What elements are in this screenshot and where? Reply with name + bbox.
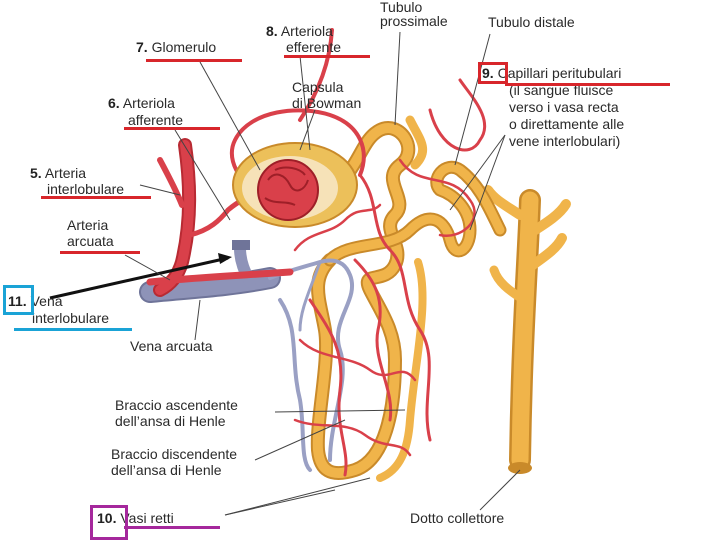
label-vasi-retti-number: 10. [97, 510, 117, 526]
label-capillari-5: vene interlobulari) [509, 133, 621, 149]
label-glomerulo-number: 7. [136, 39, 148, 55]
label-vasi-retti-text: Vasi retti [120, 510, 174, 526]
label-arteriola-efferente-number: 8. [266, 23, 278, 39]
label-glomerulo-text: Glomerulo [151, 39, 217, 55]
underline-arteria-arcuata [60, 251, 140, 254]
underline-vena-interlobulare [14, 328, 132, 331]
underline-glomerulo [146, 59, 242, 62]
label-vena-interlobulare-2: interlobulare [32, 310, 110, 326]
underline-vasi-retti [124, 526, 220, 529]
label-capillari-number: 9. [482, 65, 494, 81]
label-braccio-discendente-2: dell’ansa di Henle [111, 462, 222, 478]
label-vena-interlobulare-number: 11. [8, 293, 27, 309]
leader-lines [124, 31, 521, 516]
underline-arteriola-efferente [284, 55, 370, 58]
label-braccio-discendente-1: Braccio discendente [111, 446, 238, 462]
label-arteriola-afferente-number: 6. [108, 95, 120, 111]
label-arteriola-afferente: 6. Arteriola [108, 96, 175, 110]
label-capillari-3: verso i vasa recta [509, 99, 619, 115]
label-arteria-interlobulare-2: interlobulare [47, 181, 125, 197]
label-capsula-2: di Bowman [292, 95, 362, 111]
label-braccio-ascendente-2: dell’ansa di Henle [115, 413, 226, 429]
label-dotto-collettore: Dotto collettore [410, 510, 505, 526]
label-capsula-1: Capsula [292, 79, 344, 95]
label-arteriola-efferente-line1: Arteriola [280, 23, 333, 39]
label-arteria-arcuata-2: arcuata [67, 233, 114, 249]
label-capillari-line1: Capillari peritubulari [497, 65, 622, 81]
collecting-duct [483, 185, 571, 474]
label-vena-interlobulare-line1: Vena [30, 293, 63, 309]
label-arteria-interlobulare: 5. Arteria [30, 166, 86, 180]
label-capillari-1: 9. Capillari peritubulari [482, 66, 621, 80]
label-arteria-arcuata-1: Arteria [67, 217, 109, 233]
label-arteria-interlobulare-line1: Arteria [44, 165, 87, 181]
highlight-box-vena-interlobulare [3, 285, 34, 315]
label-tubulo-distale: Tubulo distale [488, 14, 575, 30]
label-glomerulo: 7. Glomerulo [136, 40, 216, 54]
label-vasi-retti: 10. Vasi retti [97, 511, 174, 525]
tubules [310, 115, 507, 482]
highlight-box-vasi-retti [90, 505, 128, 540]
pointer-arrow [49, 253, 232, 300]
underline-capillari [505, 83, 670, 86]
label-vena-interlobulare: 11. Vena [8, 294, 63, 308]
label-capillari-2: (il sangue fluisce [509, 82, 614, 98]
label-arteria-interlobulare-number: 5. [30, 165, 42, 181]
label-arteriola-efferente: 8. Arteriola [266, 24, 333, 38]
label-arteriola-efferente-2: efferente [286, 39, 342, 55]
highlight-box-capillari [478, 62, 508, 84]
label-capillari-4: o direttamente alle [509, 116, 625, 132]
underline-arteriola-afferente [124, 127, 220, 130]
glomerulus [257, 159, 319, 221]
label-tubulo-prossimale-2: prossimale [380, 13, 448, 29]
label-vena-arcuata: Vena arcuata [130, 338, 213, 354]
label-tubulo-prossimale-1: Tubulo [380, 0, 423, 15]
label-braccio-ascendente-1: Braccio ascendente [115, 397, 238, 413]
label-arteriola-afferente-line1: Arteriola [122, 95, 175, 111]
underline-arteria-interlobulare [41, 196, 151, 199]
label-arteriola-afferente-2: afferente [128, 112, 184, 128]
